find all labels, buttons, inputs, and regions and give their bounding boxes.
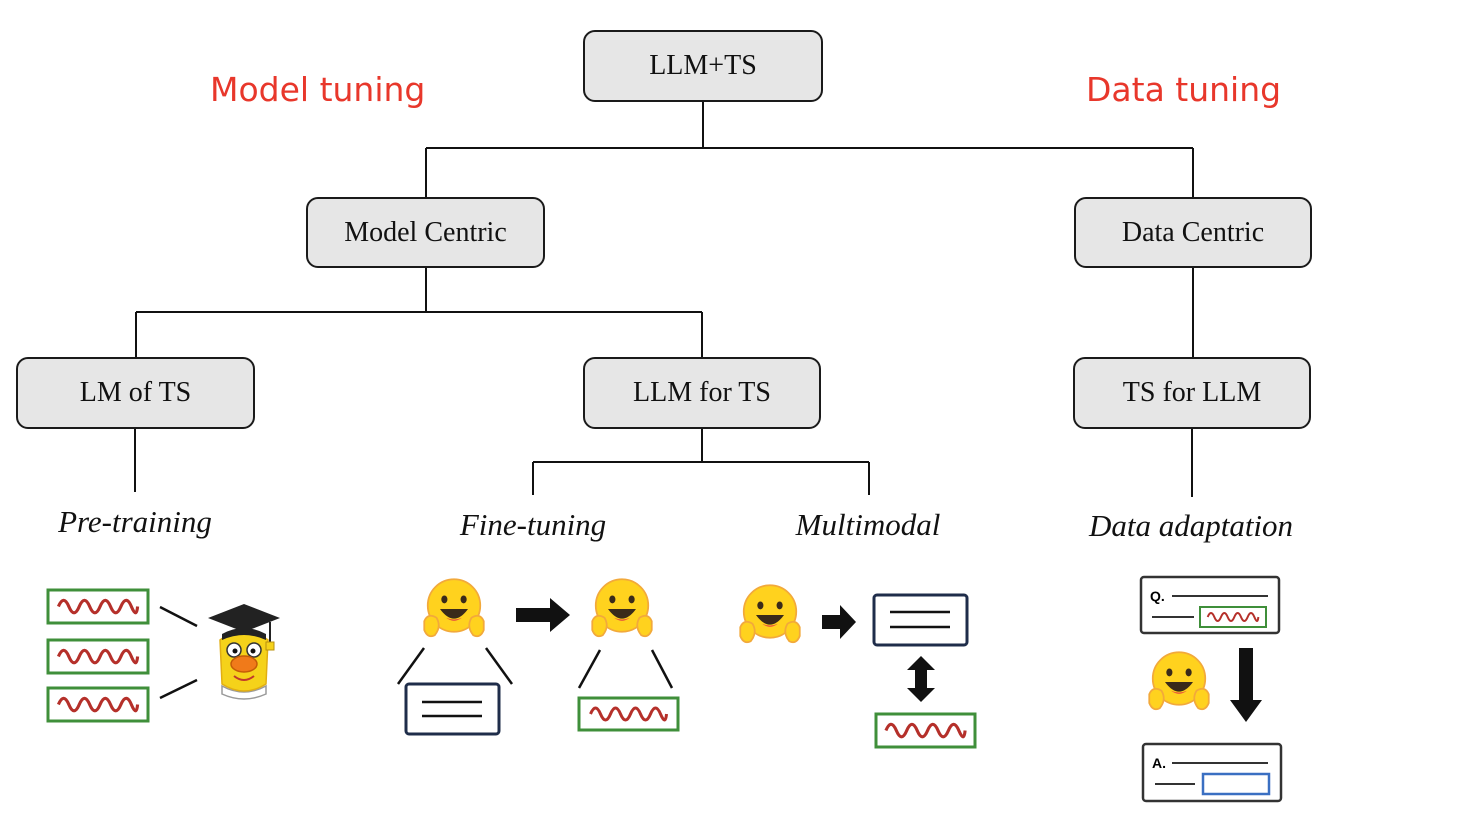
time-series-icon [577, 696, 680, 732]
finetuning-illustration [396, 578, 680, 736]
arrow-right-icon [822, 605, 856, 639]
hugging-face-icon [423, 578, 485, 638]
method-pretraining: Pre-training [58, 504, 212, 539]
text-document-icon [872, 593, 969, 647]
node-llm-for-ts: LLM for TS [583, 357, 821, 429]
time-series-icon [46, 638, 150, 675]
category-model-tuning: Model tuning [210, 70, 426, 109]
hugging-face-icon [1148, 651, 1210, 711]
pretraining-series-group [46, 588, 198, 723]
category-data-tuning: Data tuning [1086, 70, 1282, 109]
method-finetuning: Fine-tuning [459, 507, 607, 542]
double-arrow-icon [907, 656, 935, 702]
bert-graduate-icon [208, 604, 280, 700]
arrow-right-icon [516, 598, 570, 632]
question-card: Q. [1139, 575, 1281, 635]
method-data-adaptation: Data adaptation [1088, 508, 1294, 543]
time-series-icon [874, 712, 977, 749]
answer-card: A. [1141, 742, 1283, 803]
arrow-down-icon [1230, 648, 1262, 722]
node-data-centric: Data Centric [1074, 197, 1312, 268]
multimodal-illustration [739, 584, 977, 749]
node-ts-for-llm: TS for LLM [1073, 357, 1311, 429]
hugging-face-icon [739, 584, 801, 644]
question-label: Q. [1150, 588, 1165, 604]
node-model-centric: Model Centric [306, 197, 545, 268]
node-llm-ts: LLM+TS [583, 30, 823, 102]
text-document-icon [404, 682, 501, 736]
time-series-icon [46, 588, 150, 625]
hugging-face-icon [591, 578, 653, 638]
time-series-icon [46, 686, 150, 723]
answer-label: A. [1152, 755, 1166, 771]
node-lm-of-ts: LM of TS [16, 357, 255, 429]
data-adaptation-illustration: Q. A. [1139, 575, 1283, 803]
method-multimodal: Multimodal [795, 507, 941, 542]
